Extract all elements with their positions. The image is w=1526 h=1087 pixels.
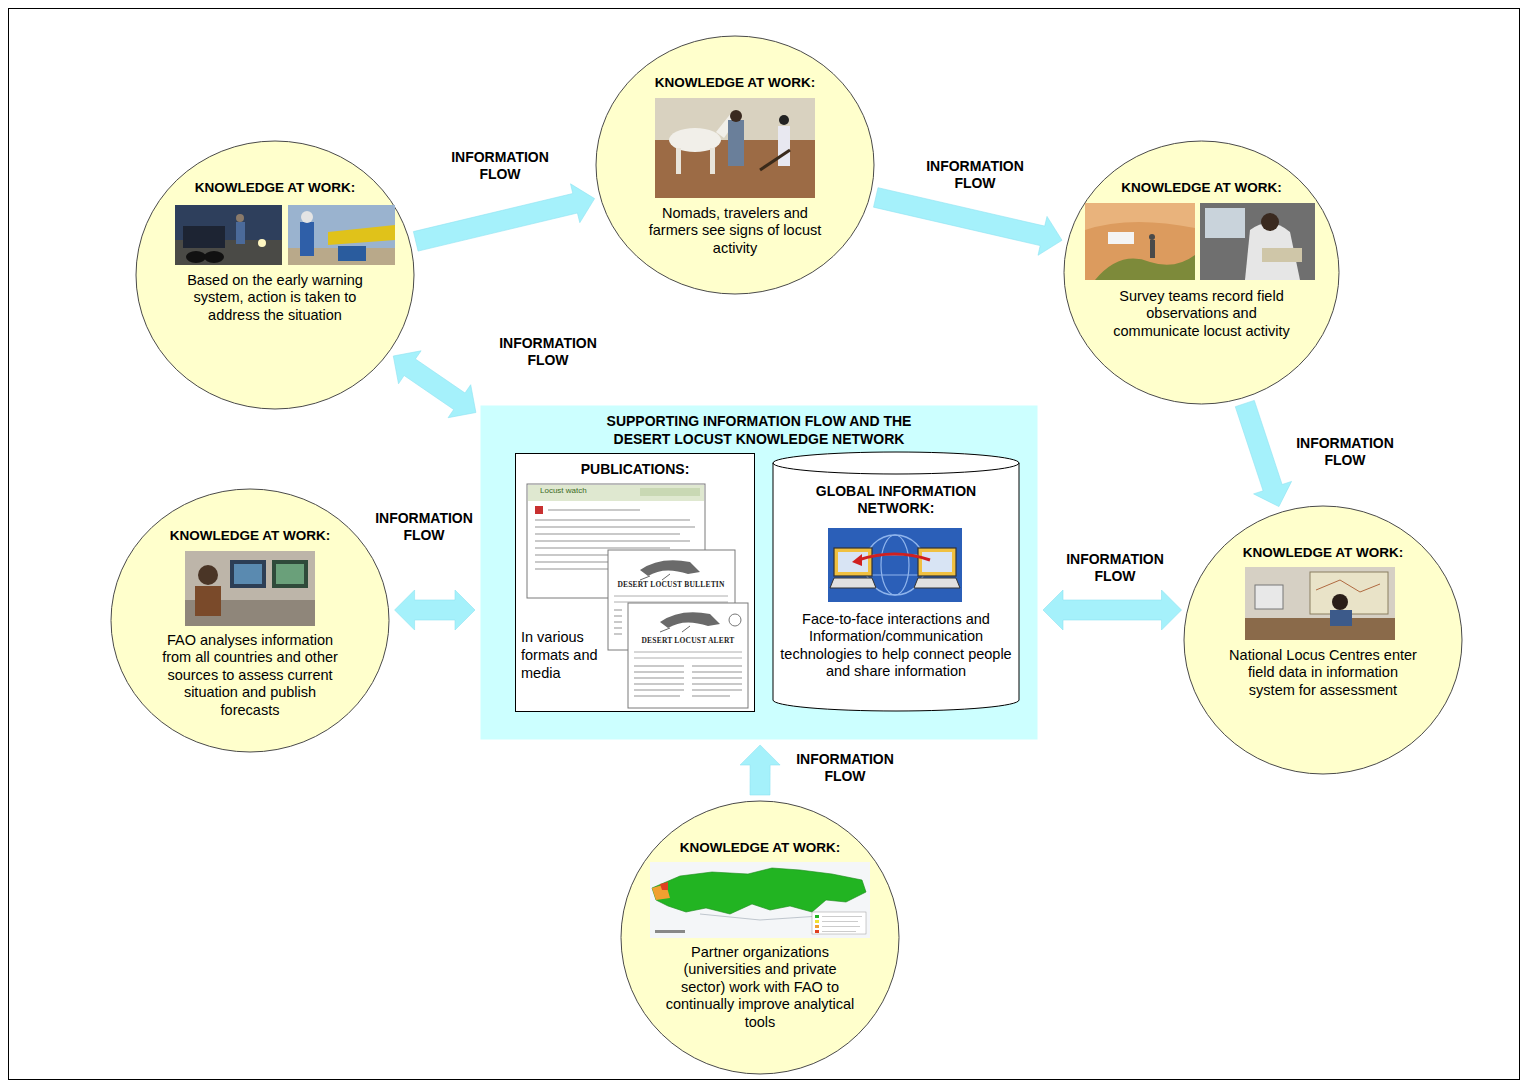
- node-text: Nomads, travelers and farmers see signs …: [643, 205, 828, 257]
- node-heading: KNOWLEDGE AT WORK:: [620, 75, 850, 91]
- edge-label-holder: INFORMATION FLOW: [375, 510, 473, 544]
- node-text: Based on the early warning system, actio…: [170, 272, 380, 324]
- flow-label: INFORMATION FLOW: [499, 335, 597, 369]
- node-heading: PUBLICATIONS:: [525, 461, 745, 478]
- label-holder: Locust watch: [540, 487, 587, 496]
- photo-national-centre: [1245, 567, 1395, 640]
- edge-label-holder: INFORMATION FLOW: [926, 158, 1024, 192]
- edge-label-holder: INFORMATION FLOW: [796, 751, 894, 785]
- flow-arrow: [413, 184, 594, 251]
- node-heading: KNOWLEDGE AT WORK:: [645, 840, 875, 856]
- map-locust-regions: [650, 862, 870, 938]
- node-heading: KNOWLEDGE AT WORK:: [1208, 545, 1438, 561]
- photo-nomads-field: [655, 98, 815, 198]
- edge-label-holder: INFORMATION FLOW: [499, 335, 597, 369]
- node-heading: KNOWLEDGE AT WORK:: [135, 528, 365, 544]
- photo-survey-desert: [1085, 203, 1195, 280]
- edge-label-holder: INFORMATION FLOW: [1296, 435, 1394, 469]
- page-title: DESERT LOCUST BULLETIN: [617, 581, 724, 589]
- frame-border: [9, 9, 1520, 1080]
- edge-label-holder: INFORMATION FLOW: [451, 149, 549, 183]
- node-text: National Locus Centres enter field data …: [1226, 647, 1421, 699]
- node-text: FAO analyses information from all countr…: [158, 632, 343, 719]
- flow-label: INFORMATION FLOW: [926, 158, 1024, 192]
- node-heading: KNOWLEDGE AT WORK:: [1087, 180, 1317, 196]
- photo-survey-vehicle: [1200, 203, 1315, 280]
- node-text: Survey teams record field observations a…: [1104, 288, 1299, 340]
- knowledge-circle: KNOWLEDGE AT WORK: Based on the early war…: [135, 140, 415, 410]
- node-text: Face-to-face interactions and Informatio…: [778, 611, 1014, 681]
- node-heading: GLOBAL INFORMATION NETWORK:: [786, 483, 1006, 517]
- photo-fao-office: [185, 551, 315, 626]
- node-heading: KNOWLEDGE AT WORK:: [160, 180, 390, 196]
- page-caption: Locust watch: [540, 487, 587, 496]
- flow-arrow: [740, 745, 780, 795]
- flow-arrow: [1043, 590, 1182, 630]
- page-title: DESERT LOCUST ALERT: [641, 637, 734, 645]
- photo-night-loading: [175, 205, 282, 265]
- flow-arrow: [395, 590, 475, 630]
- flow-arrow: [393, 351, 476, 418]
- flow-label: INFORMATION FLOW: [375, 510, 473, 544]
- flow-label: INFORMATION FLOW: [796, 751, 894, 785]
- flow-arrow: [874, 188, 1063, 256]
- label-holder: DESERT LOCUST BULLETIN: [617, 581, 724, 589]
- flow-label: INFORMATION FLOW: [451, 149, 549, 183]
- label-holder: DESERT LOCUST ALERT: [641, 637, 734, 645]
- photo-aircraft-refuel: [288, 205, 395, 265]
- publication-pages: [527, 484, 748, 708]
- flow-label: INFORMATION FLOW: [1296, 435, 1394, 469]
- node-heading: SUPPORTING INFORMATION FLOW AND THE DESE…: [589, 413, 929, 448]
- node-text: Partner organizations (universities and …: [663, 944, 858, 1031]
- flow-arrow: [1235, 400, 1291, 506]
- node-text: In various formats and media: [521, 628, 607, 682]
- network-icon: [828, 528, 962, 602]
- edge-label-holder: INFORMATION FLOW: [1066, 551, 1164, 585]
- flow-label: INFORMATION FLOW: [1066, 551, 1164, 585]
